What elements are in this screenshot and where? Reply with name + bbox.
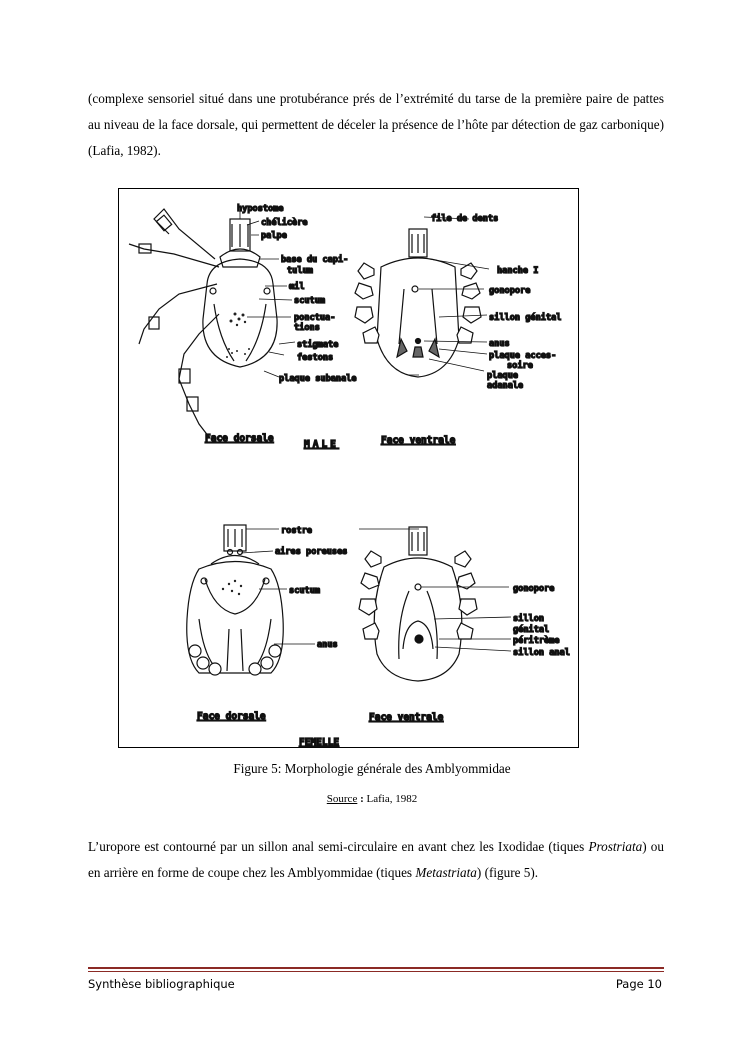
label-sillon: sillon bbox=[513, 613, 544, 624]
label-base-capitulum: base du capi- bbox=[281, 254, 348, 265]
figure-tick-morphology: hypostome chélicère palpe base du capi- … bbox=[118, 188, 579, 748]
label-face-dorsale-female: Face dorsale bbox=[197, 711, 266, 722]
footer-section-title: Synthèse bibliographique bbox=[88, 977, 235, 991]
paragraph-intro: (complexe sensoriel situé dans une protu… bbox=[88, 86, 664, 164]
label-peritreme: péritrème bbox=[513, 635, 560, 646]
label-adanale: adanale bbox=[487, 381, 523, 391]
label-plaque-subanale: plaque subanale bbox=[279, 374, 357, 384]
label-face-ventrale-female: Face ventrale bbox=[369, 712, 444, 723]
footer-rule-thin bbox=[88, 971, 664, 972]
label-festons: festons bbox=[297, 353, 333, 363]
label-tulum: tulum bbox=[287, 266, 313, 276]
paragraph-run-italic: Prostriata bbox=[588, 839, 642, 854]
footer-page-number: Page 10 bbox=[616, 977, 662, 991]
label-sillon-genital-male: sillon génital bbox=[489, 312, 561, 323]
label-plaque-accessoire: plaque acces- bbox=[489, 351, 556, 361]
paragraph-run: L’uropore est contourné par un sillon an… bbox=[88, 839, 588, 854]
figure-source: Source : Lafia, 1982 bbox=[0, 793, 744, 805]
label-gonopore-female: gonopore bbox=[513, 584, 554, 594]
male-ventral-drawing bbox=[355, 217, 489, 377]
label-hypostome: hypostome bbox=[237, 204, 284, 214]
paragraph-run: ) (figure 5). bbox=[477, 865, 538, 880]
label-rostre: rostre bbox=[281, 526, 312, 536]
label-palpe: palpe bbox=[261, 231, 287, 241]
figure-caption: Figure 5: Morphologie générale des Ambly… bbox=[0, 761, 744, 777]
paragraph-uropore: L’uropore est contourné par un sillon an… bbox=[88, 834, 664, 886]
label-genital: génital bbox=[513, 624, 549, 635]
label-file-dents: file de dents bbox=[431, 213, 498, 224]
label-face-ventrale-male: Face ventrale bbox=[381, 435, 456, 446]
male-dorsal-drawing bbox=[129, 209, 295, 437]
source-label: Source bbox=[327, 793, 358, 805]
label-male: MALE bbox=[304, 439, 339, 450]
label-chelicere: chélicère bbox=[261, 217, 308, 228]
label-anus-male: anus bbox=[489, 339, 510, 349]
label-face-dorsale-male: Face dorsale bbox=[205, 433, 274, 444]
tick-drawings: hypostome chélicère palpe base du capi- … bbox=[119, 189, 580, 749]
female-ventral-drawing bbox=[359, 527, 511, 681]
label-scutum-male: scutum bbox=[294, 296, 325, 306]
label-hanche: hanche I bbox=[497, 266, 538, 276]
source-separator: : bbox=[357, 793, 366, 805]
label-plaque-adanale: plaque bbox=[487, 371, 518, 381]
label-anus-female: anus bbox=[317, 640, 338, 650]
label-aires-poreuses: aires poreuses bbox=[275, 546, 347, 557]
paragraph-run-italic: Metastriata bbox=[415, 865, 477, 880]
label-tions: tions bbox=[294, 322, 320, 333]
label-ponctuations: ponctua- bbox=[294, 313, 335, 323]
source-text: Lafia, 1982 bbox=[367, 793, 418, 805]
label-gonopore-male: gonopore bbox=[489, 286, 530, 296]
footer-rule-thick bbox=[88, 967, 664, 969]
label-stigmate: stigmate bbox=[297, 339, 338, 350]
label-femelle: FEMELLE bbox=[299, 737, 339, 748]
label-sillon-anal: sillon anal bbox=[513, 647, 570, 658]
label-scutum-female: scutum bbox=[289, 586, 320, 596]
label-soire: soire bbox=[507, 360, 533, 371]
label-oeil: œil bbox=[289, 281, 305, 292]
